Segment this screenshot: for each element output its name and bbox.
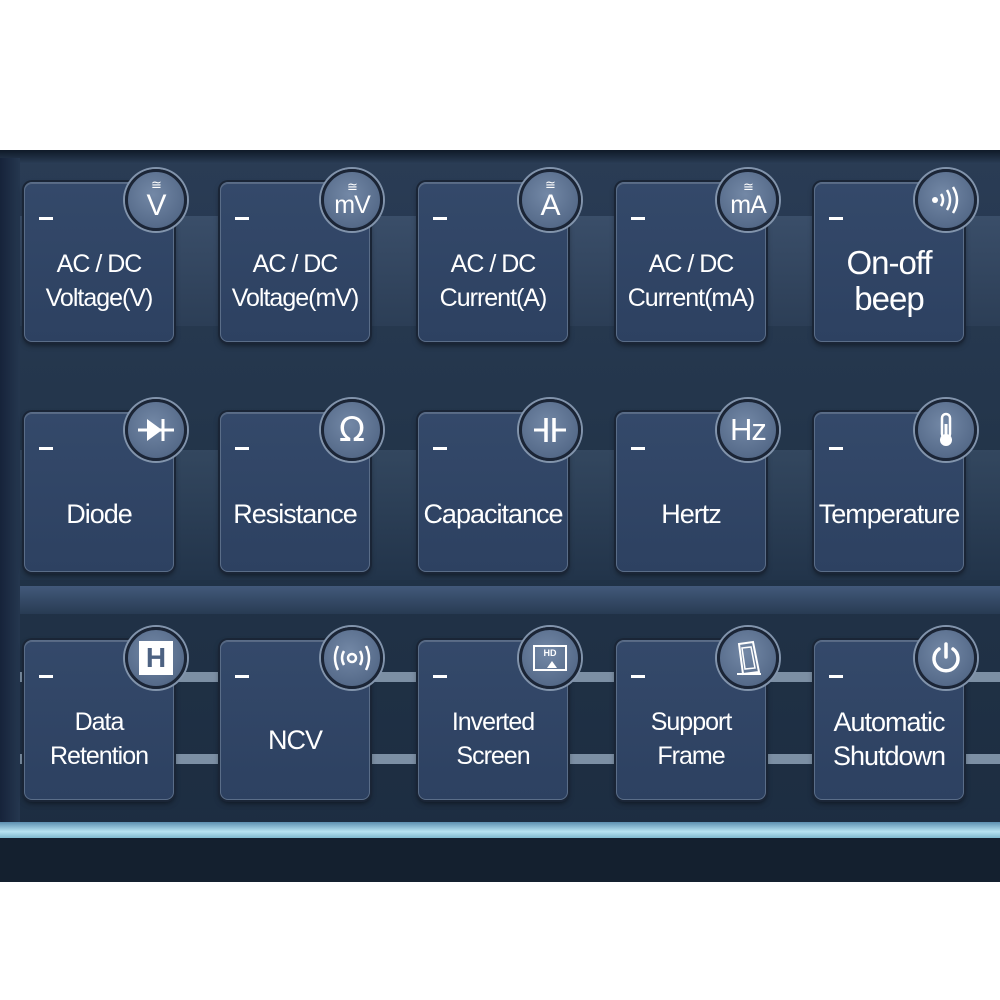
- key-label: Temperature: [818, 499, 961, 529]
- panel-left-edge: [0, 158, 20, 838]
- thermometer-icon: [915, 399, 977, 461]
- key-dash: [235, 217, 249, 220]
- key-dash: [433, 217, 447, 220]
- key-dash: [39, 217, 53, 220]
- ac-dc-milliamp-icon: ≅mA: [717, 169, 779, 231]
- key-dash: [829, 217, 843, 220]
- key-capacitance[interactable]: Capacitance: [418, 399, 581, 572]
- hd-screen-icon: HD: [519, 627, 581, 689]
- panel-top-bevel: [0, 150, 1000, 164]
- power-icon: [915, 627, 977, 689]
- key-dash: [631, 675, 645, 678]
- key-label: NCV: [267, 725, 323, 755]
- hertz-icon: Hz: [717, 399, 779, 461]
- key-dash: [631, 217, 645, 220]
- key-temperature[interactable]: Temperature: [814, 399, 977, 572]
- panel-bottom-glow: [0, 822, 1000, 838]
- ac-dc-voltage-icon: ≅V: [125, 169, 187, 231]
- key-label: Hertz: [661, 499, 722, 529]
- diode-icon: [125, 399, 187, 461]
- ncv-signal-icon: [321, 627, 383, 689]
- key-ncv[interactable]: NCV: [220, 627, 383, 800]
- ac-dc-millivolt-icon: ≅mV: [321, 169, 383, 231]
- hold-icon: H: [125, 627, 187, 689]
- key-dash: [39, 447, 53, 450]
- key-resistance[interactable]: Ω Resistance: [220, 399, 383, 572]
- key-dash: [829, 447, 843, 450]
- key-label: Resistance: [233, 499, 358, 529]
- key-diode[interactable]: Diode: [24, 399, 187, 572]
- key-dash: [433, 675, 447, 678]
- ac-dc-current-icon: ≅A: [519, 169, 581, 231]
- beep-sound-icon: [915, 169, 977, 231]
- ohm-icon: Ω: [321, 399, 383, 461]
- key-dash: [631, 447, 645, 450]
- panel-shelf: [0, 586, 1000, 614]
- key-dash: [39, 675, 53, 678]
- key-label: Diode: [66, 499, 133, 529]
- key-label: Capacitance: [423, 499, 563, 529]
- key-dash: [235, 675, 249, 678]
- key-hertz[interactable]: Hz Hertz: [616, 399, 779, 572]
- key-dash: [235, 447, 249, 450]
- capacitor-icon: [519, 399, 581, 461]
- key-dash: [433, 447, 447, 450]
- support-frame-icon: [717, 627, 779, 689]
- panel-bottom-edge: [0, 838, 1000, 882]
- key-dash: [829, 675, 843, 678]
